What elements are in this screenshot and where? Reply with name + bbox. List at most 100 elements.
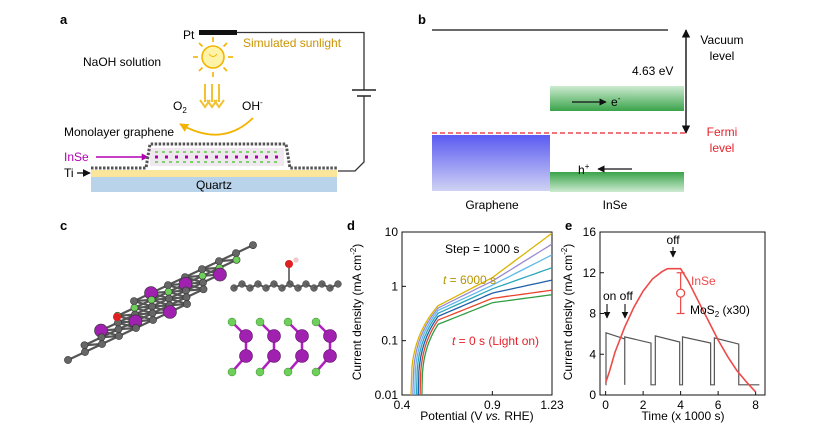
plot-d-series [410,232,553,396]
vacuum-label-1: Vacuum [700,33,743,47]
y-tick-label: 8 [589,307,596,321]
panel-c-label: c [60,218,67,233]
carbon-atom [183,300,191,308]
selenium-atom [283,367,293,377]
x-tick-label: 6 [715,398,722,412]
selenium-atom [255,367,265,377]
carbon-atom [114,325,123,334]
hole-label: h+ [578,162,590,177]
selenium-atom [130,303,139,312]
carbon-atom [232,249,240,258]
carbon-atom [148,309,157,318]
selenium-atom [311,317,321,327]
carbon-atom [81,348,89,356]
indium-atom [239,349,253,363]
lsv-curve [415,267,553,396]
selenium-atom [255,317,265,327]
indium-atom [163,305,177,319]
carbon-atom [149,316,157,324]
indium-atom [323,349,337,363]
circuit-wire [237,31,365,90]
inse-curve [604,267,757,393]
lsv-curve [412,243,553,396]
inse-layer [150,148,284,166]
carbon-atom [115,332,123,340]
selenium-atom [283,317,293,327]
carbon-atom [198,265,206,274]
lsv-curve [421,294,553,396]
crystal-top-view [64,241,257,364]
carbon-atom [334,280,342,288]
selenium-atom [227,367,237,377]
inse-valence-band [550,172,684,192]
lsv-curve [410,232,553,396]
on-off-annotation: on off [603,289,633,303]
panel-e-label: e [565,218,572,233]
oxygen-atom [113,313,121,321]
sunlight-label: Simulated sunlight [243,36,342,50]
plot-e-series [604,267,760,393]
carbon-atom [249,241,257,250]
inse-label: InSe [64,150,89,164]
carbon-atom [199,278,207,287]
x-tick-label: 0 [602,398,609,412]
carbon-atom [199,285,208,294]
lsv-curve [414,254,553,396]
indium-atom [267,329,281,343]
y-tick-label: 12 [583,266,597,280]
plot-d-frame [401,231,553,396]
inse-material-label: InSe [603,198,628,212]
y-tick-label: 4 [589,347,596,361]
graphene-label: Monolayer graphene [64,125,174,139]
panel-a: a Pt Simulated sunlight NaOH solution [60,12,376,192]
oh-label: OH- [242,98,263,113]
sun-icon [193,37,233,77]
step-annotation: Step = 1000 s [445,242,519,256]
vacuum-label-2: level [710,49,735,63]
selenium-atom [147,295,156,304]
plot-d-ylabel: Current density (mA cm-2) [349,244,364,381]
inse-series-label: InSe [691,274,716,288]
electron-label: e- [611,94,621,109]
fermi-label-2: level [710,141,735,155]
reaction-arrow [179,117,254,136]
panel-b-label: b [418,12,426,27]
indium-atom [295,329,309,343]
y-tick-label: 0.01 [375,388,399,402]
indium-atom [239,329,253,343]
selenium-atom [311,367,321,377]
carbon-atom [97,333,106,342]
carbon-atom [80,341,89,350]
carbon-atom [165,294,173,303]
carbon-atom [182,293,191,302]
graphene-band [432,135,550,191]
graphene-sheet [91,142,337,170]
mos2-curve [605,332,760,386]
quartz-substrate [91,176,337,192]
mos2-series-label: MoS2 (x30) [690,303,750,319]
y-tick-label: 10 [385,225,399,239]
carbon-atom [164,281,172,290]
x-tick-label: 4 [677,398,684,412]
solution-label: NaOH solution [83,55,161,69]
lsv-curve [417,279,553,396]
selenium-atom [227,317,237,327]
x-tick-label: 0.4 [394,398,411,412]
x-tick-label: 8 [752,398,759,412]
selenium-atom [232,255,241,264]
circuit-wire-lower [338,96,365,172]
panel-c: c [60,218,342,377]
carbon-atom [130,297,138,306]
indium-atom [213,267,227,282]
mean-marker [675,288,686,298]
panel-b: b Vacuum level 4.63 eV e- Fermi level h+… [418,12,744,212]
y-tick-label: 0 [589,388,596,402]
crystal-side-view [227,257,342,377]
quartz-label: Quartz [196,178,232,192]
carbon-atom [215,257,223,266]
selenium-atom [198,271,207,280]
carbon-atom [148,302,156,311]
plot-e-xlabel: Time (x 1000 s) [642,409,725,423]
